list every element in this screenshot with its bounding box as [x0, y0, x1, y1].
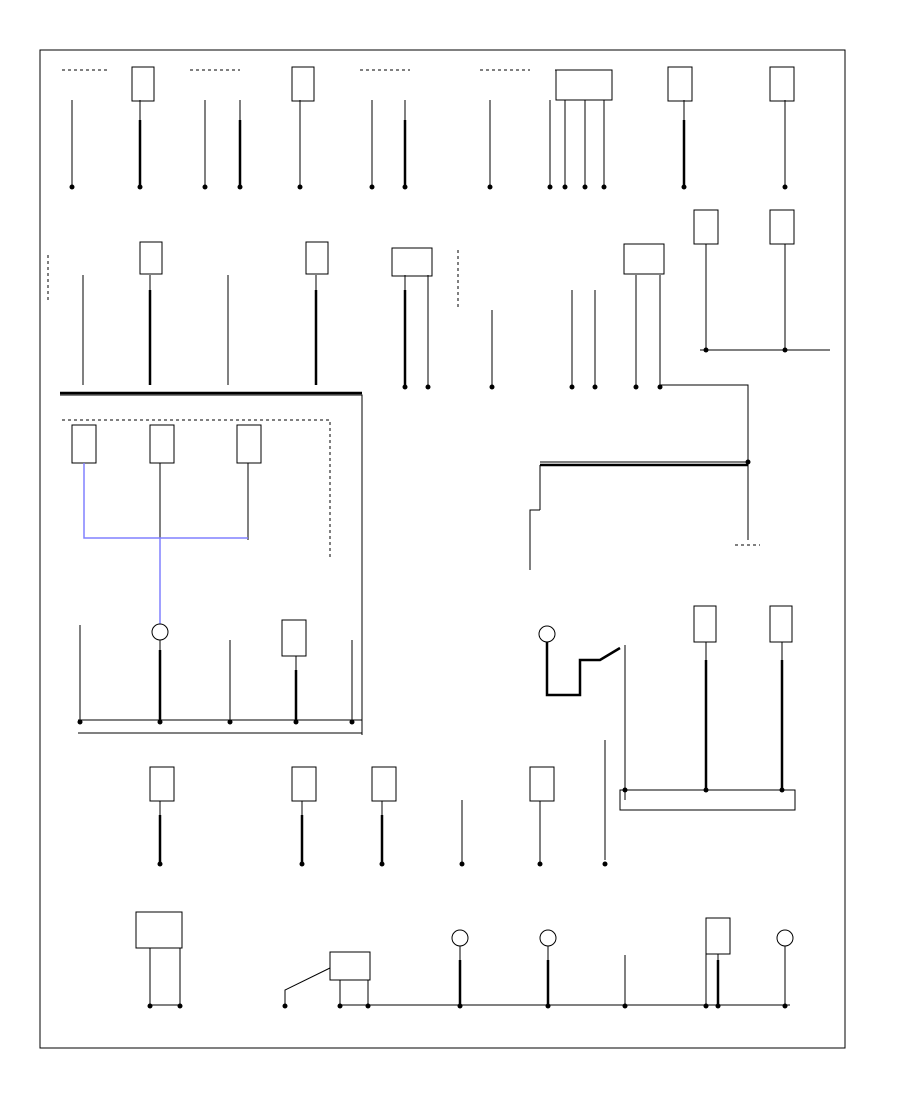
diagram-border — [39, 49, 846, 1049]
row-5-components — [135, 911, 794, 1009]
middle-right-block — [529, 384, 760, 570]
middle-left-block — [62, 419, 362, 734]
row-1-components — [62, 66, 795, 190]
row-2-components — [47, 209, 830, 735]
row-4-components — [149, 766, 608, 867]
right-lower-block — [538, 605, 796, 860]
